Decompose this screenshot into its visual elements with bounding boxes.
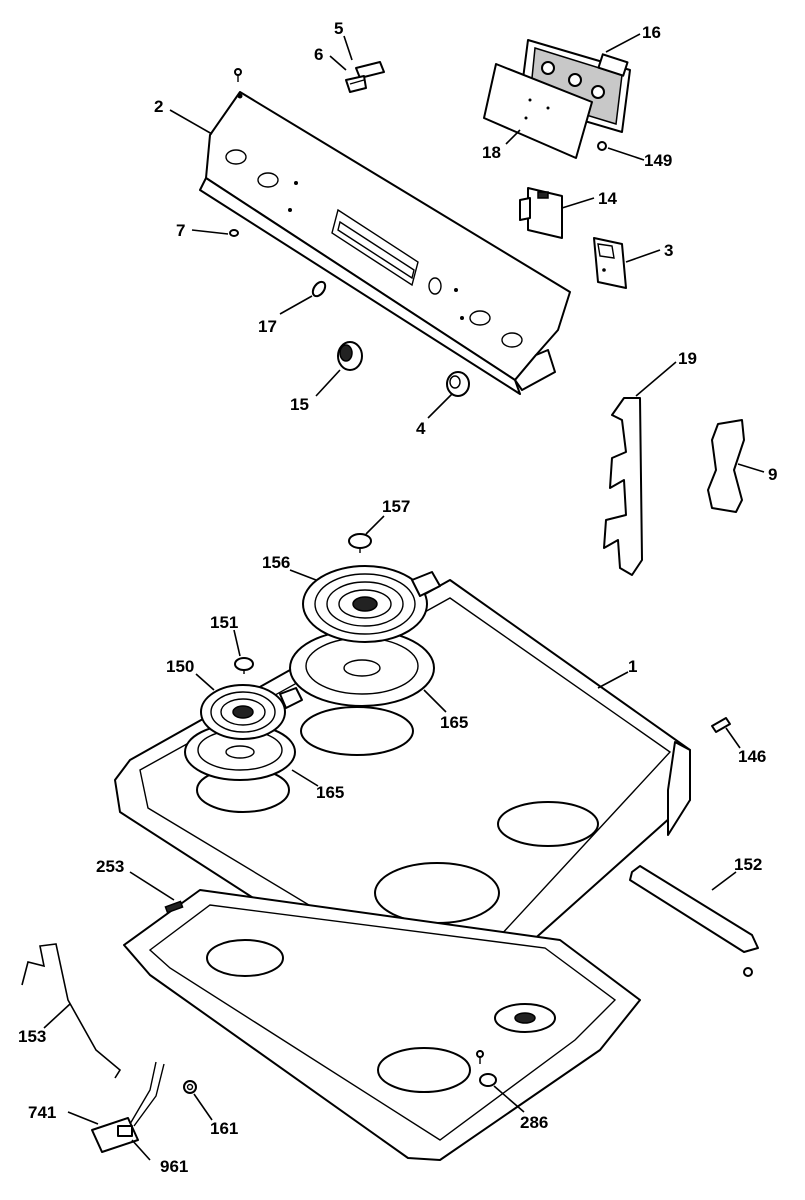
terminal-block-741 — [91, 1061, 165, 1153]
label-part-286: 286 — [520, 1113, 548, 1132]
screw-146 — [711, 717, 731, 733]
label-part-741: 741 — [28, 1103, 56, 1122]
clip-part-6 — [345, 75, 367, 93]
label-part-146: 146 — [738, 747, 766, 766]
label-part-149: 149 — [644, 151, 672, 170]
label-part-14: 14 — [598, 189, 617, 208]
label-part-157: 157 — [382, 497, 410, 516]
label-part-15: 15 — [290, 395, 309, 414]
label-part-151: 151 — [210, 613, 238, 632]
infinite-switch-3 — [593, 237, 627, 289]
label-part-153: 153 — [18, 1027, 46, 1046]
label-part-152: 152 — [734, 855, 762, 874]
label-part-16: 16 — [642, 23, 661, 42]
label-part-19: 19 — [678, 349, 697, 368]
label-part-165a: 165 — [440, 713, 468, 732]
clamp-286 — [476, 1050, 497, 1087]
label-part-961: 961 — [160, 1157, 188, 1176]
label-part-9: 9 — [768, 465, 777, 484]
screw-149 — [597, 141, 607, 151]
label-part-1: 1 — [628, 657, 637, 676]
nut-161 — [183, 1080, 197, 1094]
label-part-156: 156 — [262, 553, 290, 572]
burner-box-253 — [123, 889, 641, 1161]
label-part-18: 18 — [482, 143, 501, 162]
panel-screw — [234, 68, 242, 82]
control-knob-15 — [337, 341, 363, 371]
control-knob-4 — [446, 371, 470, 397]
label-part-161: 161 — [210, 1119, 238, 1138]
receptacle-cap-157 — [348, 533, 372, 553]
label-part-150: 150 — [166, 657, 194, 676]
drip-pan-165-large — [289, 629, 435, 707]
wire-bracket-153 — [21, 943, 122, 1079]
surface-element-150 — [200, 684, 303, 740]
label-part-253: 253 — [96, 857, 124, 876]
signal-light-17 — [311, 280, 327, 298]
receptacle-cap-151 — [234, 657, 254, 674]
label-part-6: 6 — [314, 45, 323, 64]
part-number-labels: 2 5 6 7 17 15 4 16 18 149 14 3 19 9 157 … — [18, 19, 777, 1176]
label-part-5: 5 — [334, 19, 343, 38]
label-part-3: 3 — [664, 241, 673, 260]
clip-part-5 — [355, 61, 385, 79]
clock-lens-18 — [483, 63, 593, 159]
label-part-4: 4 — [416, 419, 426, 438]
label-part-7: 7 — [176, 221, 185, 240]
label-part-2: 2 — [154, 97, 163, 116]
label-part-17: 17 — [258, 317, 277, 336]
support-rod-152 — [629, 865, 759, 977]
side-bracket-19 — [603, 397, 643, 576]
label-part-165b: 165 — [316, 783, 344, 802]
control-panel-backsplash — [199, 91, 571, 395]
end-cap-9 — [707, 419, 745, 513]
switch-14 — [519, 187, 563, 239]
leader-lines — [43, 33, 765, 1161]
indicator-lens-7 — [229, 229, 239, 237]
surface-element-156 — [302, 565, 441, 643]
